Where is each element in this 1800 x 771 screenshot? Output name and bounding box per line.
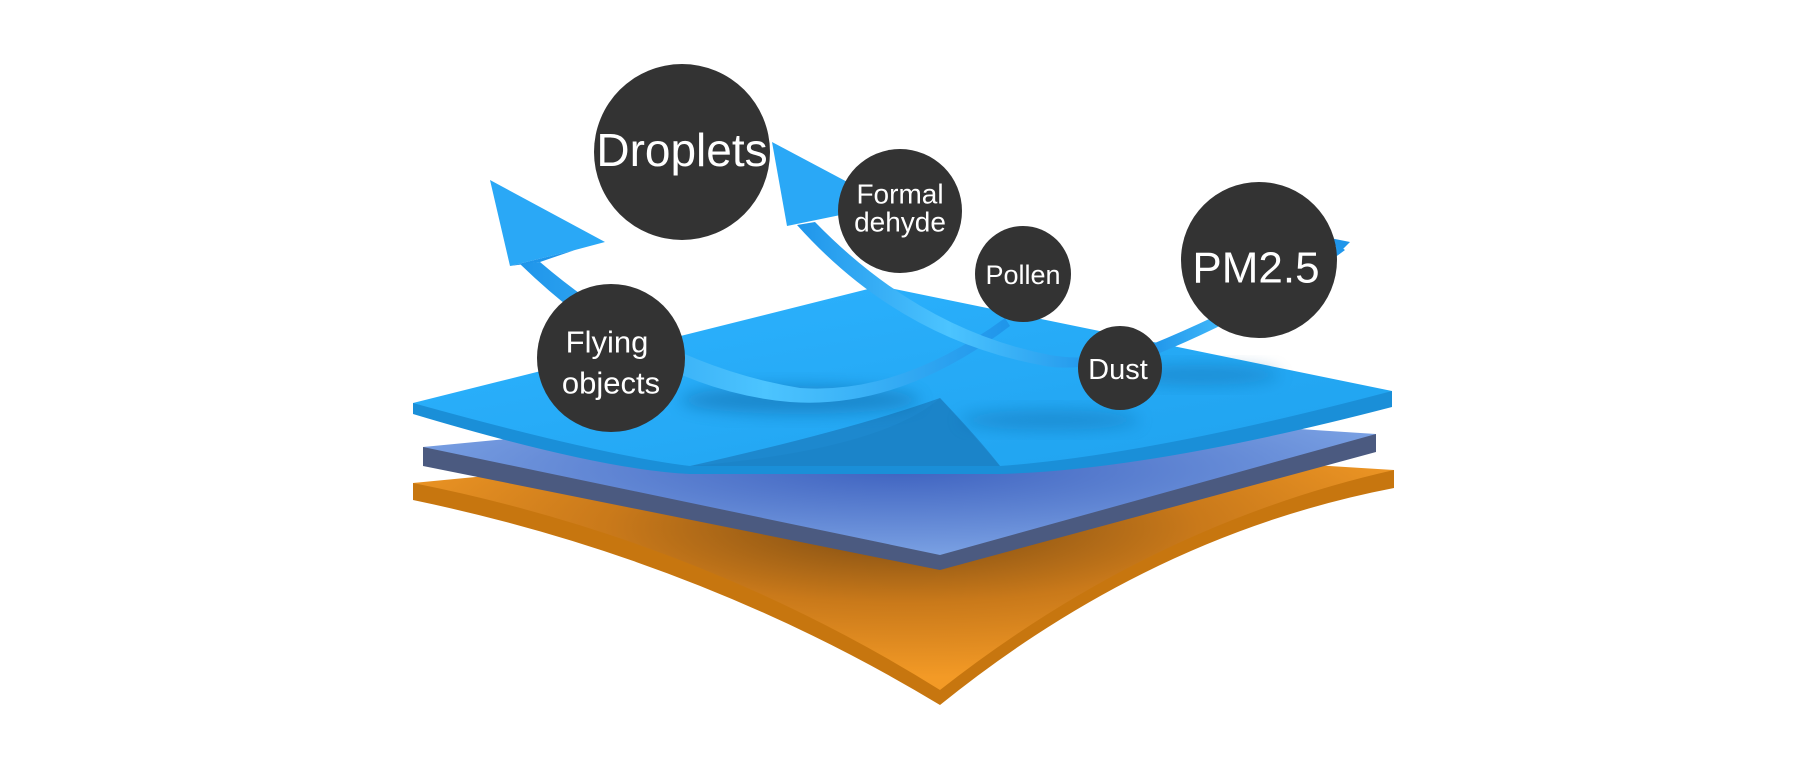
bubble-label: Pollen — [985, 260, 1060, 290]
bubble-label: objects — [562, 366, 660, 401]
bubble-dust: Dust — [1078, 326, 1162, 410]
bubble-label: PM2.5 — [1192, 244, 1319, 293]
bubble-formaldehyde: Formal dehyde — [838, 149, 962, 273]
bubble-pm25: PM2.5 — [1181, 182, 1337, 338]
bubble-label: Droplets — [596, 124, 767, 176]
bubble-flying-objects: Flying objects — [537, 284, 685, 432]
bubble-label: Flying — [566, 325, 649, 360]
bubble-label: Dust — [1088, 354, 1148, 386]
bubble-label: Formal — [856, 179, 943, 210]
particle-bubbles: Droplets Formal dehyde Pollen PM2.5 Flyi… — [537, 64, 1337, 432]
bubble-label: dehyde — [854, 207, 946, 238]
bubble-droplets: Droplets — [594, 64, 770, 240]
bubble-pollen: Pollen — [975, 226, 1071, 322]
